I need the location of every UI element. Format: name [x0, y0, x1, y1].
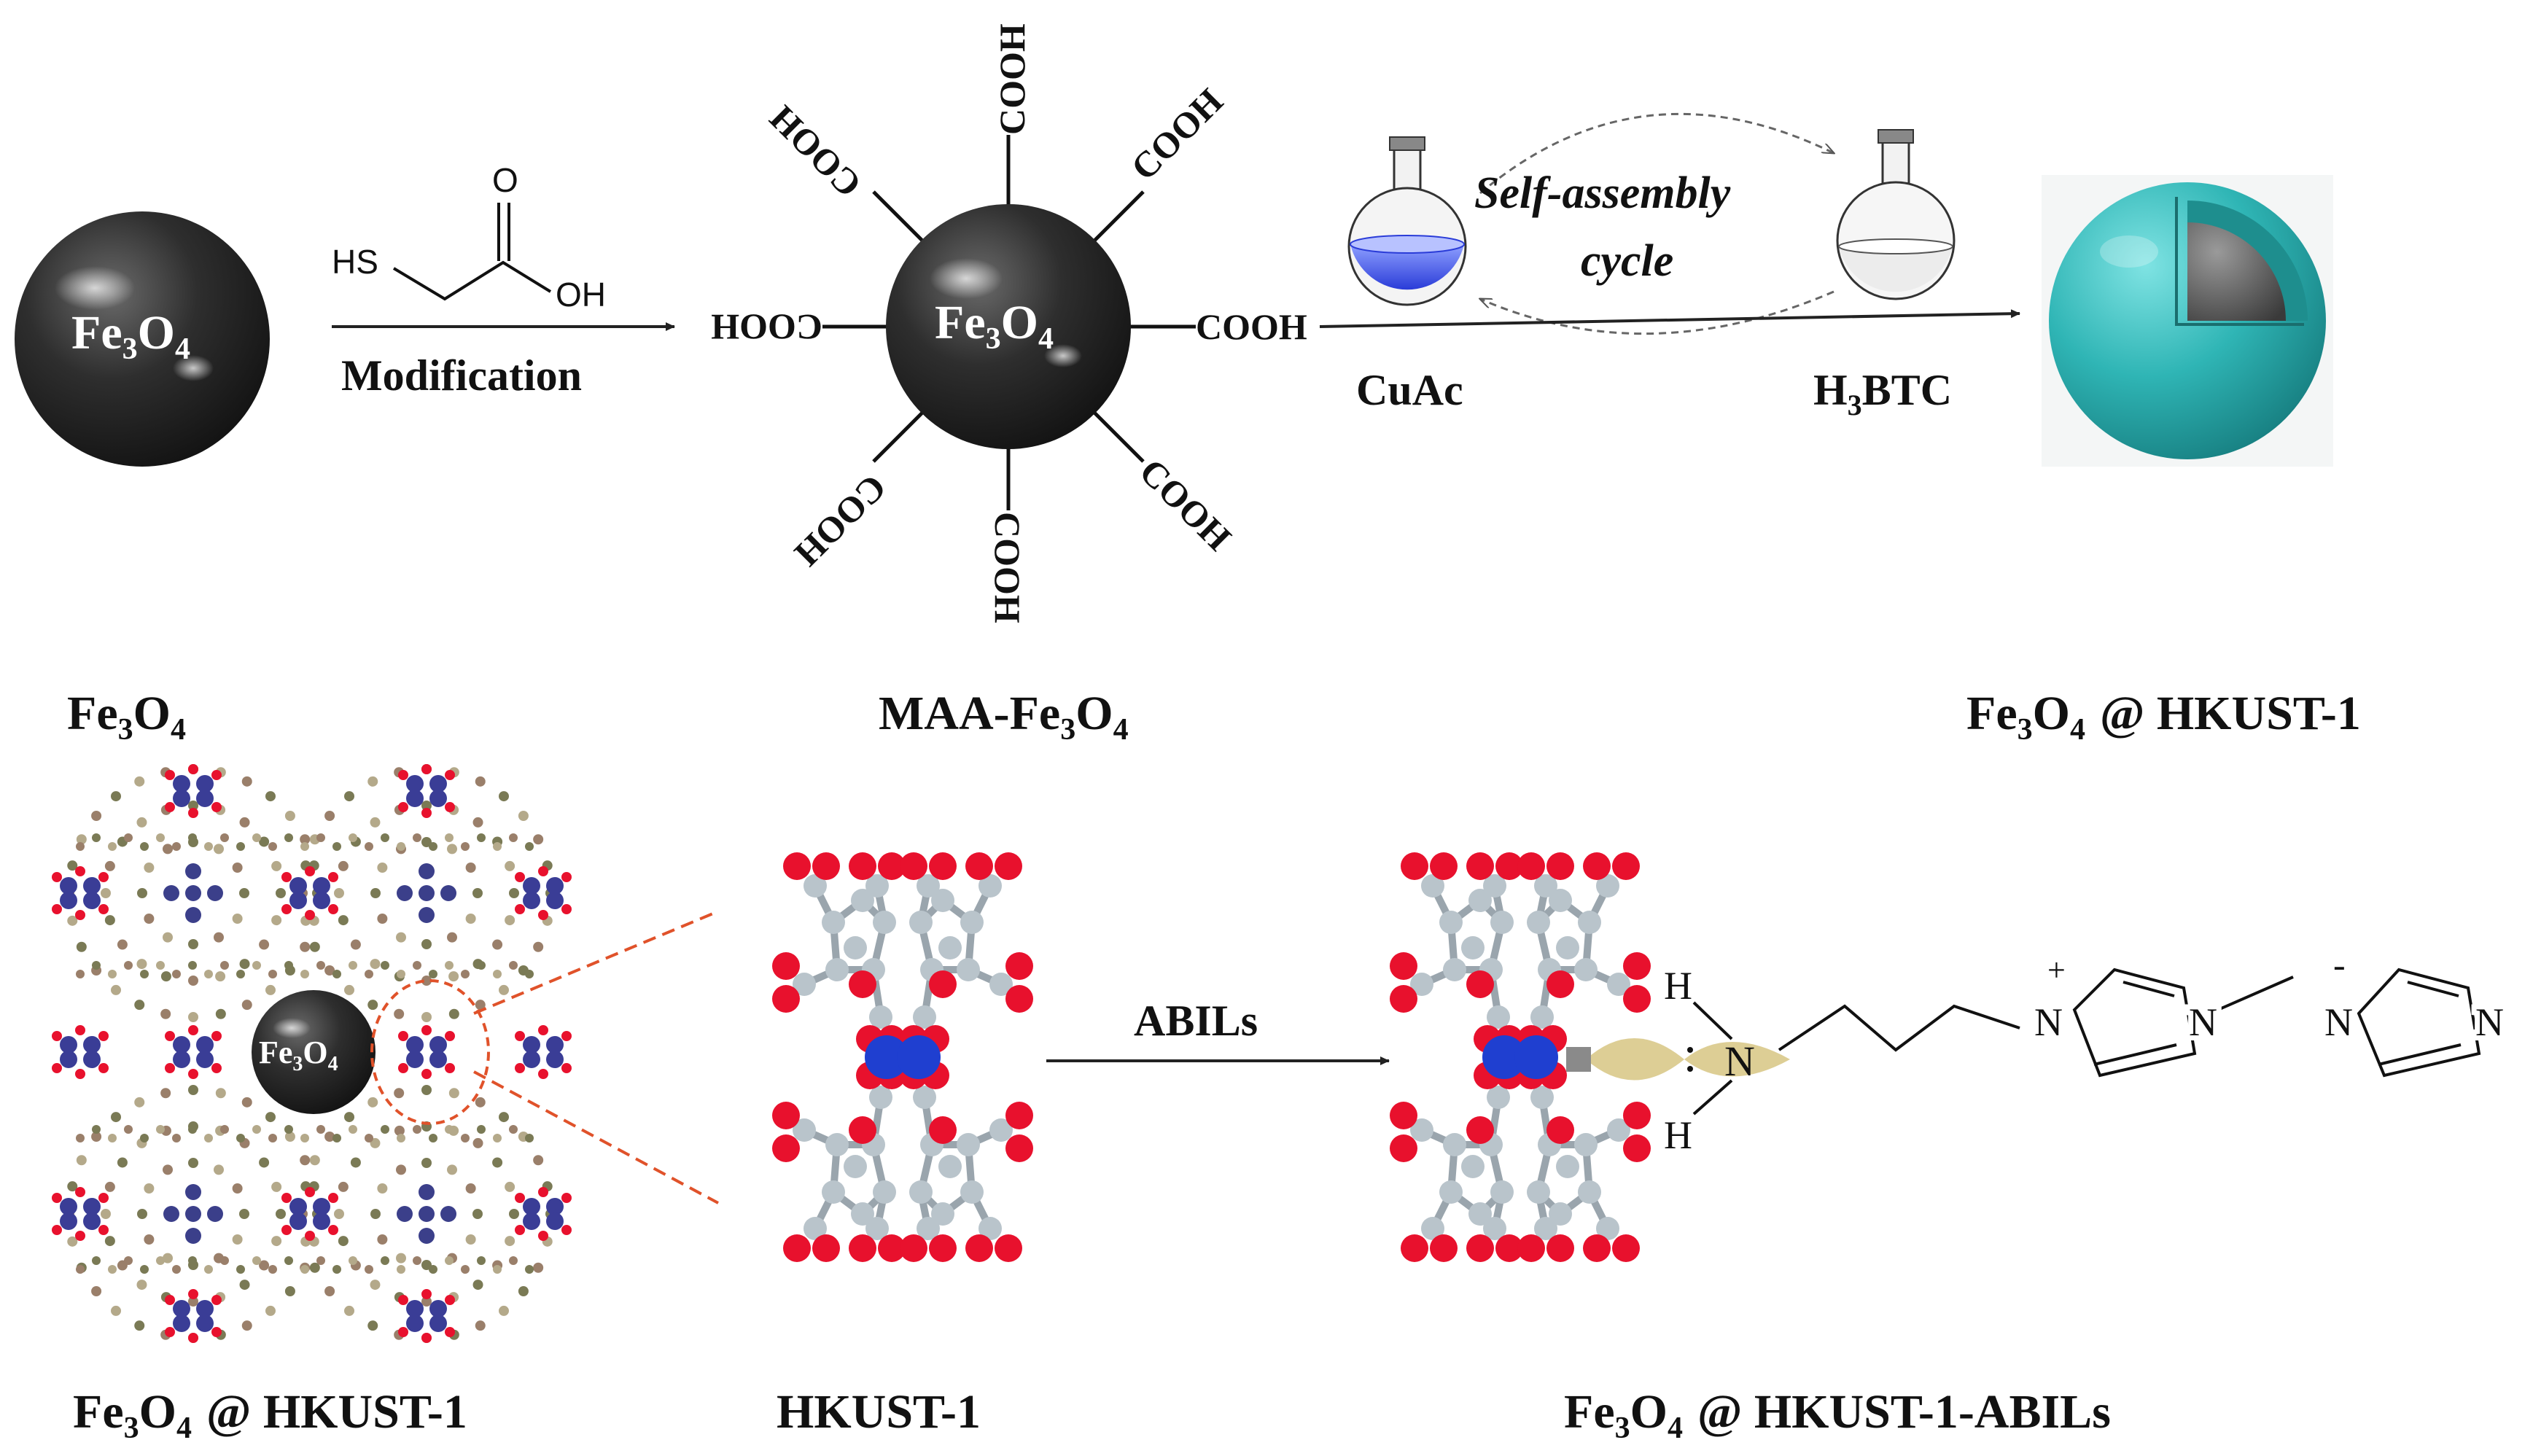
hkust-1-abils-unit: [1390, 852, 1651, 1262]
fe3o4-caption: Fe3O4: [67, 687, 186, 747]
atom-n-cation: N: [2034, 1000, 2063, 1044]
cycle-line2: cycle: [1581, 236, 1673, 286]
atom-n-anion: N: [2324, 1000, 2353, 1044]
charge-minus: -: [2333, 944, 2346, 985]
cycle-arc-top: [1479, 112, 1834, 195]
cooh-group-bottom: COOH: [987, 512, 1028, 623]
cooh-group-top-right: COOH: [1123, 80, 1231, 188]
flask-h3btc: [1836, 129, 1956, 300]
cooh-group-bottom-left: COOH: [787, 467, 895, 575]
final-caption: Fe3O4@ HKUST-1-ABILs: [1564, 1385, 2111, 1445]
abils-label: ABILs: [1134, 997, 1258, 1045]
atom-h-top: H: [1664, 964, 1692, 1008]
framework-caption: Fe3O4@ HKUST-1: [73, 1385, 467, 1445]
cooh-group-right: COOH: [1196, 306, 1307, 347]
svg-text:Fe3O4: Fe3O4: [71, 306, 190, 366]
hkust-framework-lattice: [52, 764, 572, 1343]
hkust-1-unit: [772, 852, 1033, 1262]
fe3o4-sphere-1: Fe3O4: [15, 211, 270, 467]
charge-plus: +: [2047, 952, 2066, 988]
maa-fe3o4-particle: Fe3O4 COOH COOH COOH COOH COOH COOH COOH…: [711, 23, 1307, 623]
h3btc-label: H3BTC: [1813, 366, 1952, 421]
flask-cuac: [1347, 136, 1467, 306]
guide-line-top: [473, 910, 719, 1015]
cooh-group-top: COOH: [992, 23, 1032, 135]
atom-n-amine: N: [1724, 1038, 1755, 1085]
assembly-arrow: [1319, 309, 2020, 328]
svg-text:Fe3O4: Fe3O4: [935, 296, 1054, 356]
cooh-group-top-left: COOH: [761, 98, 869, 206]
atom-h-bottom: H: [1664, 1113, 1692, 1157]
guide-line-bottom: [473, 1070, 719, 1204]
lone-pair-leaflets: [1566, 1038, 1790, 1081]
atom-n-ring: N: [2189, 1000, 2217, 1044]
core-shell-particle: [2042, 175, 2333, 467]
unit-highlight: [370, 979, 490, 1125]
reagent-oh: OH: [556, 276, 606, 314]
reagent-o: O: [492, 161, 518, 199]
cuac-label: CuAc: [1356, 366, 1463, 414]
atom-n-anion-2: N: [2475, 1000, 2504, 1044]
fe3o4-sphere-framework: Fe3O4: [252, 990, 376, 1114]
hkust-1-caption: HKUST-1: [777, 1385, 981, 1439]
reagent-sh: HS: [332, 243, 378, 281]
modification-label: Modification: [341, 351, 582, 400]
cooh-group-left: COOH: [711, 307, 822, 348]
svg-text:Fe3O4: Fe3O4: [259, 1035, 338, 1075]
cycle-arc-bottom: [1480, 290, 1834, 335]
mercaptoacetic-acid-structure: HS O OH: [332, 161, 606, 314]
maa-fe3o4-caption: MAA-Fe3O4: [879, 687, 1129, 747]
ionic-liquid-structure: [1692, 968, 2481, 1116]
fe3o4-hkust-caption: Fe3O4@ HKUST-1: [1966, 687, 2361, 747]
cycle-line1: Self-assembly: [1474, 168, 1731, 218]
cooh-group-bottom-right: COOH: [1132, 451, 1240, 558]
